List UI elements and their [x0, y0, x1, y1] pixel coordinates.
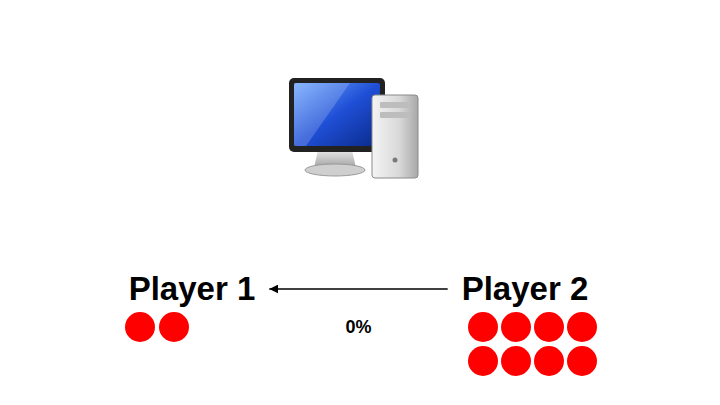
player-1-tokens [125, 312, 189, 342]
player-label: Player 2 [448, 268, 603, 310]
red-token [567, 346, 597, 376]
red-token [468, 312, 498, 342]
screen-glare [294, 83, 350, 146]
monitor-frame [289, 78, 385, 152]
computer-icon [289, 78, 418, 178]
red-token [534, 312, 564, 342]
monitor-base [305, 164, 365, 176]
red-token [501, 346, 531, 376]
percentage-label: 0% [342, 317, 374, 338]
computer-tower [372, 95, 418, 178]
player-name: Player 1 [129, 270, 256, 308]
transfer-arrow [269, 288, 447, 290]
player-label: Player 1 [115, 268, 270, 310]
drive-bay [380, 102, 410, 108]
red-token [159, 312, 189, 342]
player-name: Player 2 [462, 270, 589, 308]
drive-bay [380, 112, 410, 118]
red-token [468, 346, 498, 376]
red-token [501, 312, 531, 342]
power-button [393, 158, 398, 163]
monitor-screen [294, 83, 380, 146]
player-2-tokens [468, 312, 597, 376]
red-token [125, 312, 155, 342]
red-token [567, 312, 597, 342]
red-token [534, 346, 564, 376]
